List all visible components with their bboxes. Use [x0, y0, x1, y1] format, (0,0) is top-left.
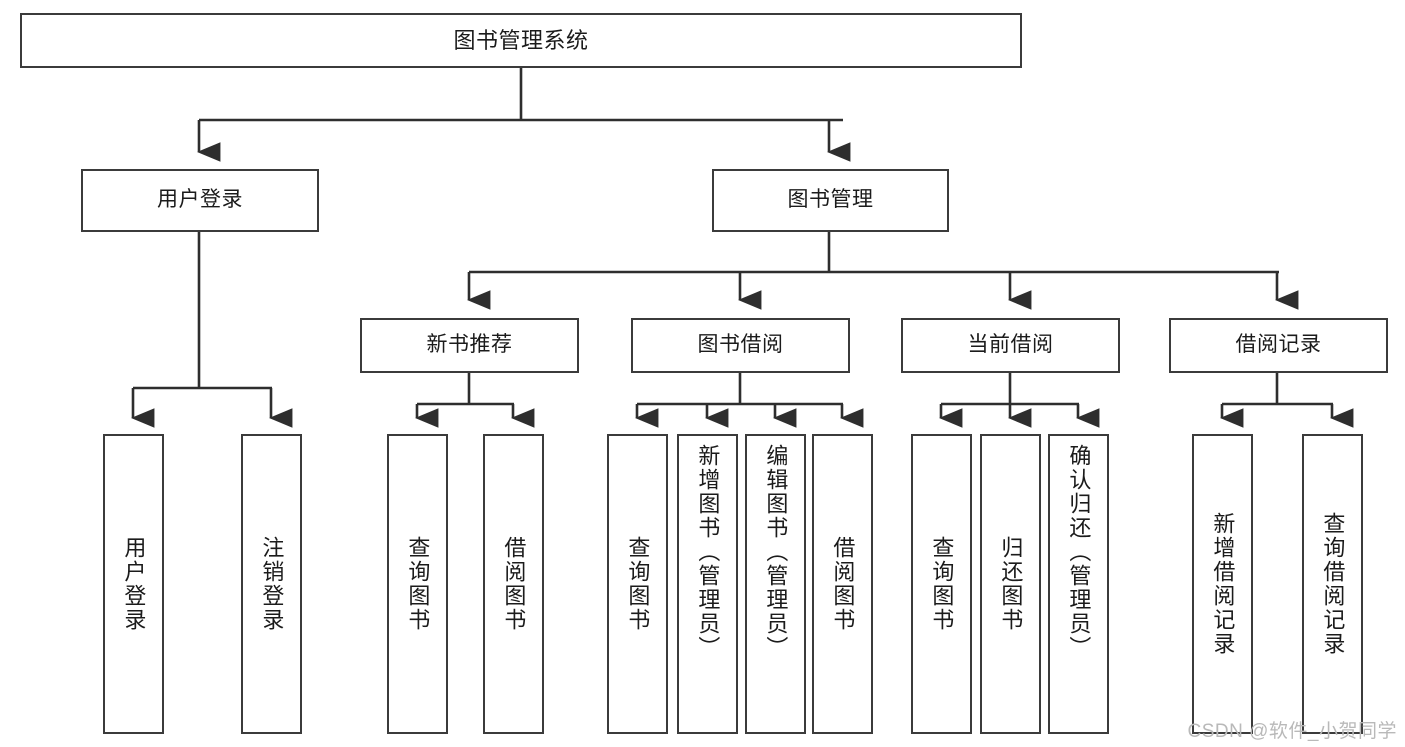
node-label: 确认归还（管理员） — [1066, 444, 1092, 660]
node-label: 借阅记录 — [1235, 333, 1322, 357]
leaf-return-book[interactable]: 归还图书 — [980, 434, 1041, 734]
node-book-borrow[interactable]: 图书借阅 — [631, 318, 850, 373]
node-label: 借阅图书 — [830, 536, 856, 632]
leaf-user-login[interactable]: 用户登录 — [103, 434, 164, 734]
node-label: 图书管理 — [787, 188, 874, 212]
leaf-query-book-3[interactable]: 查询图书 — [911, 434, 972, 734]
node-label: 新增借阅记录 — [1210, 512, 1236, 656]
leaf-edit-book[interactable]: 编辑图书（管理员） — [745, 434, 806, 734]
node-book-management[interactable]: 图书管理 — [712, 169, 949, 232]
node-label: 用户登录 — [157, 188, 243, 212]
node-current-borrow[interactable]: 当前借阅 — [901, 318, 1120, 373]
node-label: 新增图书（管理员） — [695, 444, 721, 660]
node-user-login[interactable]: 用户登录 — [81, 169, 319, 232]
leaf-add-book[interactable]: 新增图书（管理员） — [677, 434, 738, 734]
node-label: 注销登录 — [259, 536, 285, 632]
node-label: 归还图书 — [998, 536, 1024, 632]
node-borrow-record[interactable]: 借阅记录 — [1169, 318, 1388, 373]
leaf-add-record[interactable]: 新增借阅记录 — [1192, 434, 1253, 734]
node-label: 当前借阅 — [967, 333, 1054, 357]
leaf-query-record[interactable]: 查询借阅记录 — [1302, 434, 1363, 734]
node-root-system[interactable]: 图书管理系统 — [20, 13, 1022, 68]
leaf-borrow-book-1[interactable]: 借阅图书 — [483, 434, 544, 734]
node-label: 借阅图书 — [501, 536, 527, 632]
leaf-borrow-book-2[interactable]: 借阅图书 — [812, 434, 873, 734]
node-label: 查询图书 — [929, 536, 955, 632]
node-label: 图书管理系统 — [453, 27, 589, 53]
leaf-query-book-2[interactable]: 查询图书 — [607, 434, 668, 734]
node-label: 编辑图书（管理员） — [763, 444, 789, 660]
leaf-logout[interactable]: 注销登录 — [241, 434, 302, 734]
node-label: 图书借阅 — [697, 333, 784, 357]
node-label: 用户登录 — [121, 536, 147, 632]
node-label: 查询借阅记录 — [1320, 512, 1346, 656]
watermark: CSDN @软件_小贺同学 — [1187, 721, 1397, 742]
node-label: 查询图书 — [405, 536, 431, 632]
node-label: 查询图书 — [625, 536, 651, 632]
node-label: 新书推荐 — [426, 333, 513, 357]
leaf-query-book-1[interactable]: 查询图书 — [387, 434, 448, 734]
leaf-confirm-return[interactable]: 确认归还（管理员） — [1048, 434, 1109, 734]
node-new-book-recommend[interactable]: 新书推荐 — [360, 318, 579, 373]
